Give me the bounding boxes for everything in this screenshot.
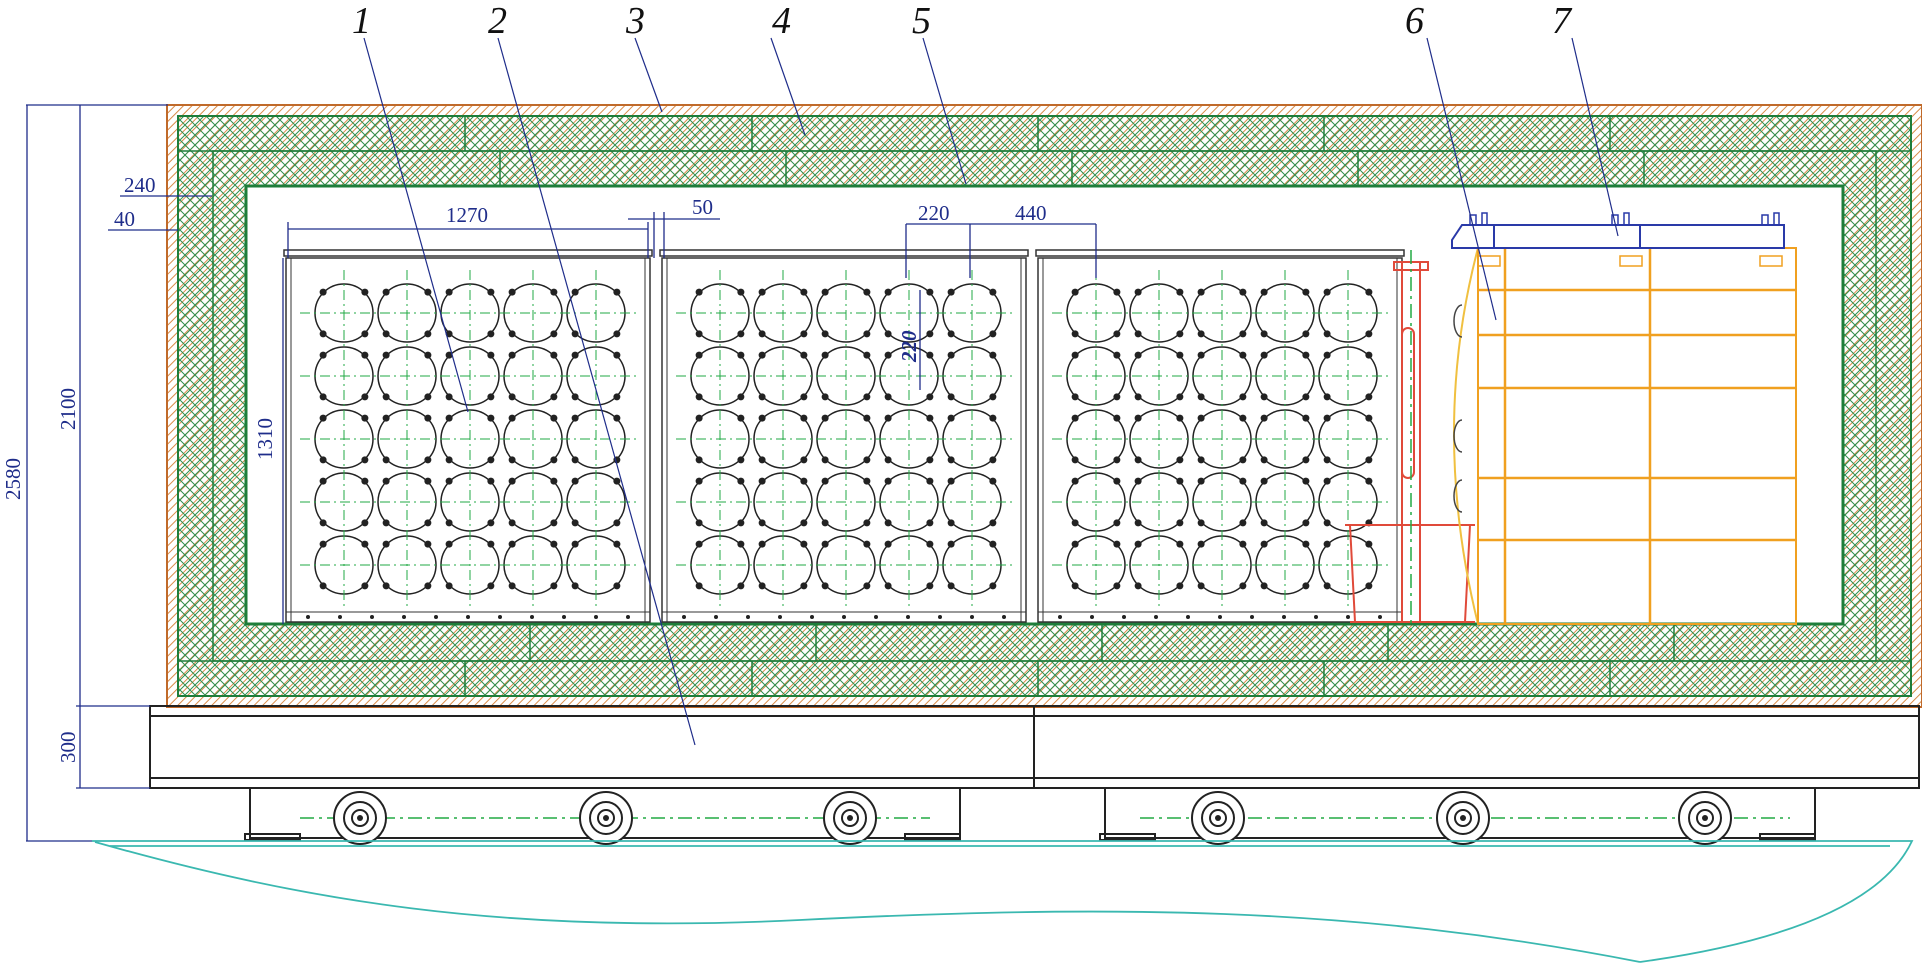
callout-3: 3 <box>625 0 645 42</box>
callout-2: 2 <box>488 0 507 42</box>
dim-body-height: 2100 <box>56 388 80 430</box>
callout-7: 7 <box>1552 0 1573 42</box>
wheel <box>1436 791 1490 845</box>
callout-5: 5 <box>912 0 931 42</box>
insulation-seams <box>178 116 1911 696</box>
callout-4: 4 <box>772 0 791 42</box>
callout-labels: 1 2 3 4 5 6 7 <box>352 0 1573 42</box>
battery-modules <box>283 249 1405 623</box>
dim-base-height: 300 <box>56 732 80 764</box>
wheel <box>333 791 387 845</box>
callout-leaders <box>363 37 1619 746</box>
battery-module-2 <box>659 249 1029 623</box>
dim-cell-pitch: 220 <box>897 330 921 363</box>
dim-gap: 50 <box>692 195 713 219</box>
dimension-labels: 2580 2100 300 240 40 1270 50 220 440 131… <box>1 173 1047 763</box>
wheel <box>823 791 877 845</box>
dim-wall-40: 40 <box>114 207 135 231</box>
wheel <box>1191 791 1245 845</box>
base-frame <box>149 705 1920 841</box>
dimension-lines <box>26 104 1097 842</box>
dim-module-height: 1310 <box>253 418 277 460</box>
dim-pitch-220: 220 <box>918 201 950 225</box>
callout-1: 1 <box>352 0 371 42</box>
top-cover-plate <box>1451 212 1785 249</box>
dim-pitch-440: 440 <box>1015 201 1047 225</box>
battery-module-1 <box>283 249 653 623</box>
wheel <box>1678 791 1732 845</box>
dim-overall-height: 2580 <box>1 458 25 500</box>
ground-line <box>92 840 1914 963</box>
callout-6: 6 <box>1405 0 1424 42</box>
wheel <box>579 791 633 845</box>
inner-cavity <box>244 184 1845 626</box>
dim-module-width: 1270 <box>446 203 488 227</box>
battery-module-3 <box>1035 249 1405 623</box>
dim-wall-240: 240 <box>124 173 156 197</box>
wheels <box>333 791 1732 845</box>
